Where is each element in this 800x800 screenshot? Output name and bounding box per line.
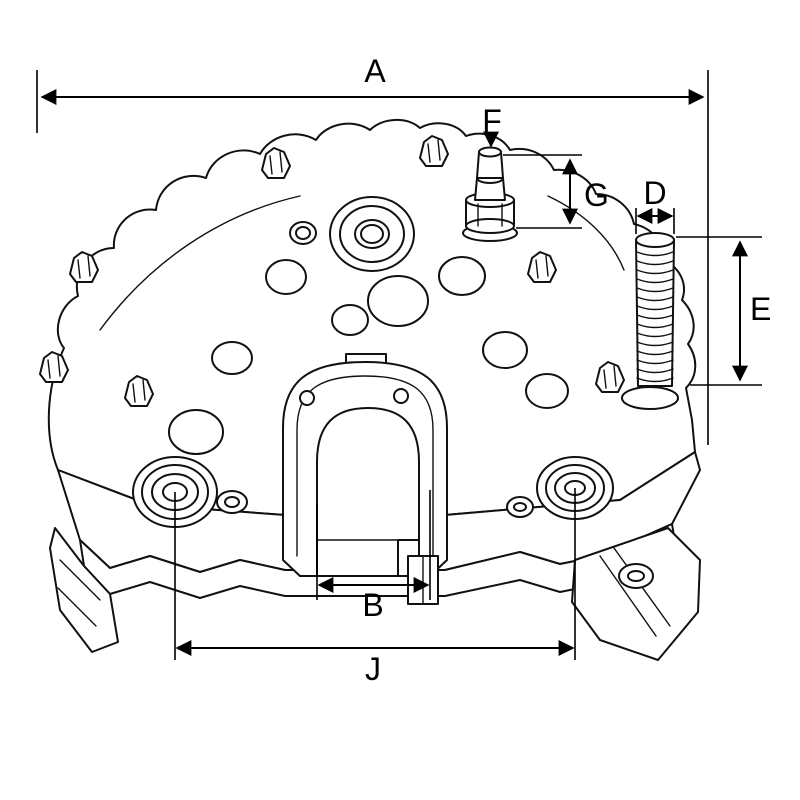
dimension-label-e: E xyxy=(750,291,771,327)
dimension-label-f: F xyxy=(482,103,502,139)
rectifier-plate-drawing xyxy=(39,119,701,661)
dimension-d: D xyxy=(635,175,675,234)
diode-holes xyxy=(168,196,569,455)
left-mounting-foot xyxy=(49,527,119,653)
dimension-label-g: G xyxy=(584,177,609,213)
threaded-stud xyxy=(621,232,679,410)
dimension-label-j: J xyxy=(365,651,381,687)
central-connector-housing xyxy=(282,353,448,605)
dimension-label-b: B xyxy=(362,587,383,623)
side-bosses xyxy=(216,490,534,518)
plate-contour-left xyxy=(99,195,301,331)
plate-contour-right xyxy=(547,195,625,271)
dimension-g: G xyxy=(503,154,609,229)
terminal-stud xyxy=(462,146,518,242)
dimension-a: A xyxy=(36,53,709,445)
dimension-b: B xyxy=(316,490,431,623)
dimension-label-a: A xyxy=(364,53,386,89)
dimension-j: J xyxy=(174,488,576,687)
dimension-e: E xyxy=(676,236,771,386)
dimension-label-d: D xyxy=(643,175,666,211)
dimension-f: F xyxy=(482,103,502,148)
right-mounting-foot xyxy=(571,527,701,661)
